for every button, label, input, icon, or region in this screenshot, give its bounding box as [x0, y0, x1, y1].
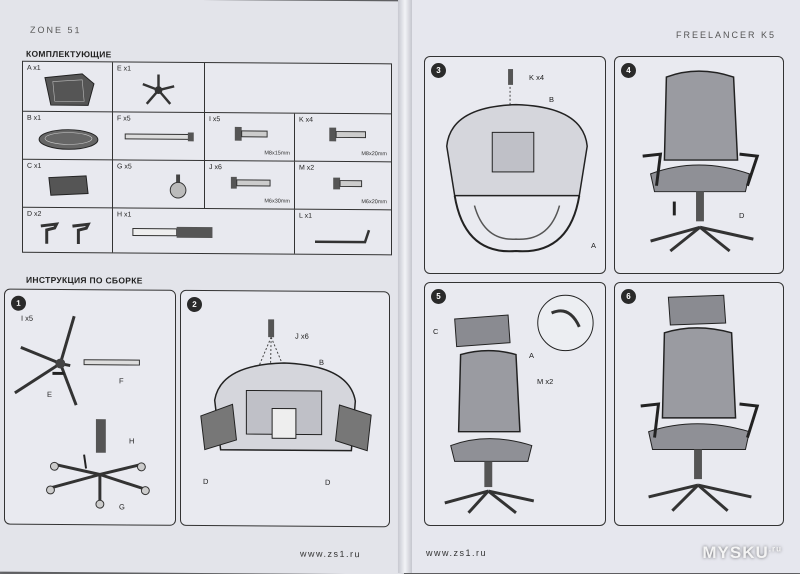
step-number: 6 [621, 289, 636, 304]
brand-header: ZONE 51 [30, 24, 82, 36]
part-c-cell: C x1 [23, 159, 113, 209]
assembly-title: ИНСТРУКЦИЯ ПО СБОРКЕ [26, 274, 143, 286]
left-page: ZONE 51 КОМПЛЕКТУЮЩИЕ A x1 E x1 B x1 F x… [0, 0, 404, 574]
step-label: C [433, 327, 439, 336]
armrest-icon [40, 222, 91, 244]
part-m-cell: M x2 M6x20mm [295, 161, 391, 211]
part-l-cell: L x1 [295, 210, 391, 255]
part-e-cell: E x1 [113, 62, 205, 114]
part-d-cell: D x2 [23, 207, 113, 253]
step-number: 3 [431, 63, 446, 78]
step-number: 5 [431, 289, 446, 304]
gas-lift-icon [132, 226, 213, 239]
star-base-icon [142, 74, 175, 105]
seat-mesh-icon [38, 129, 99, 150]
bolt-icon [333, 177, 363, 190]
step-5-panel: 5 C A M x2 [424, 282, 606, 526]
parts-table: A x1 E x1 B x1 F x5 I x5 M8x15mm K x4 M8… [22, 60, 392, 256]
left-page-url: www.zs1.ru [300, 548, 362, 560]
rod-icon [124, 132, 194, 142]
step-label: A [529, 351, 535, 360]
step-4-panel: 4 D [614, 56, 784, 274]
step-label: E [47, 389, 53, 399]
hex-key-icon [315, 229, 371, 244]
base-assembly-drawing [14, 315, 150, 509]
step-label: B [319, 357, 325, 367]
watermark: MYSKU.ru [702, 543, 782, 563]
step-1-panel: 1 I x5 E F H G [4, 288, 176, 526]
step-number: 4 [621, 63, 636, 78]
watermark-text: MYSKU [702, 543, 769, 562]
step-label: K x4 [529, 73, 545, 82]
step-label: M x2 [537, 377, 554, 386]
part-h-cell: H x1 [113, 208, 295, 254]
assembled-chair-drawing [640, 294, 760, 512]
step-label: B [549, 95, 555, 104]
part-j-cell: J x6 M6x30mm [205, 161, 295, 210]
watermark-suffix: .ru [768, 544, 782, 554]
backrest-mount-drawing [446, 69, 588, 253]
empty-cell [205, 63, 391, 115]
right-page: FREELANCER K5 3 K x4 B A 4 D 5 [404, 0, 800, 573]
step-label: H [129, 436, 135, 446]
step-label: F [119, 376, 124, 386]
step-2-panel: 2 J x6 B D D [180, 289, 390, 528]
seat-underside-drawing [200, 319, 372, 452]
part-i-cell: I x5 M8x15mm [205, 113, 295, 162]
step-label: A [591, 241, 597, 250]
book-spine [398, 0, 412, 573]
part-f-cell: F x5 [113, 112, 205, 162]
parts-title: КОМПЛЕКТУЮЩИЕ [26, 48, 112, 60]
step-label: D [203, 477, 209, 487]
step-label: D [739, 211, 745, 220]
part-k-cell: K x4 M8x20mm [295, 113, 391, 163]
step-label: D [325, 477, 331, 487]
screw-icon [234, 126, 268, 141]
part-a-cell: A x1 [23, 61, 113, 113]
chair-armrest-drawing [642, 70, 760, 253]
headrest-icon [48, 175, 89, 196]
right-page-url: www.zs1.ru [426, 548, 488, 558]
step-label: J x6 [295, 331, 309, 341]
bolt-icon [230, 176, 271, 189]
part-b-cell: B x1 [23, 111, 113, 161]
model-header: FREELANCER K5 [676, 30, 777, 40]
part-g-cell: G x5 [113, 160, 205, 210]
step-6-panel: 6 [614, 282, 784, 526]
step-number: 1 [11, 295, 26, 311]
step-label: I x5 [21, 313, 34, 323]
headrest-mount-drawing [444, 294, 594, 514]
screw-icon [329, 127, 367, 142]
caster-wheel-icon [169, 174, 187, 199]
backrest-mesh-icon [44, 73, 95, 106]
step-3-panel: 3 K x4 B A [424, 56, 606, 274]
step-number: 2 [187, 296, 202, 312]
step-label: G [119, 502, 125, 512]
